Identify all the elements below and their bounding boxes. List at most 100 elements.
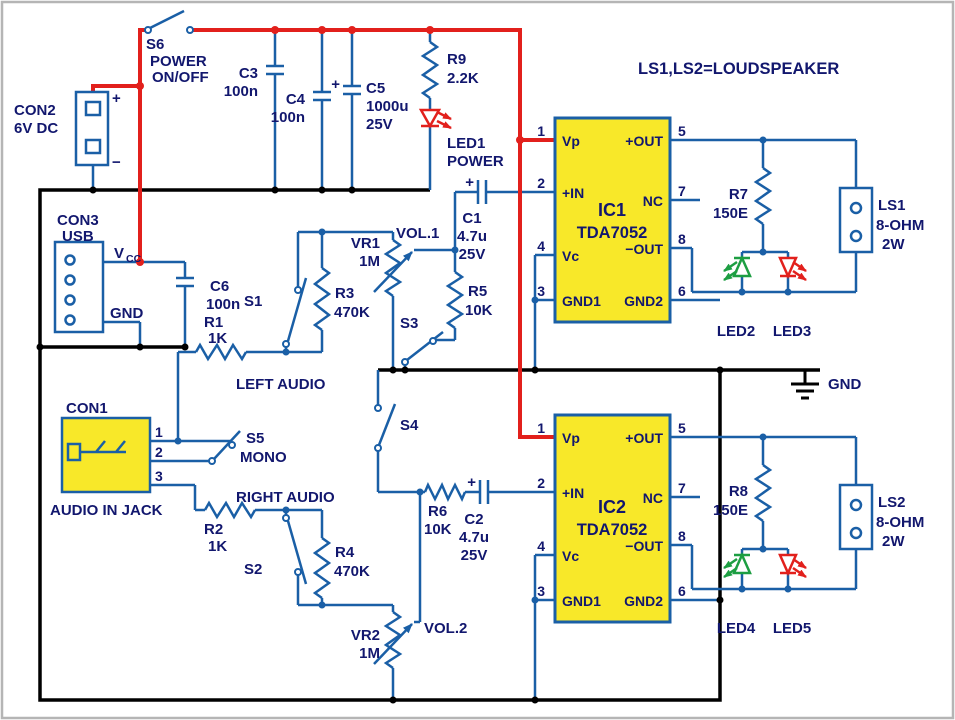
ic2-pin-out-pos: +OUT (625, 430, 663, 446)
switch-s3 (401, 331, 444, 366)
s6-terminal (186, 26, 194, 34)
label-r6-value: 10K (424, 521, 452, 538)
led3-emission-arrow (792, 260, 807, 273)
label-s5: S5 (246, 430, 264, 447)
resistor-r3 (312, 266, 332, 332)
capacitor-c3 (266, 64, 284, 76)
junction (348, 26, 356, 34)
s5-terminal (228, 441, 236, 449)
switch-s1 (282, 277, 308, 348)
r6-body (423, 482, 467, 502)
junction (36, 343, 44, 351)
label-s4: S4 (400, 417, 419, 434)
switch-s5 (208, 430, 241, 465)
ic2-ref: IC2 (598, 497, 626, 517)
capacitor-c5 (343, 84, 361, 96)
label-con2-value: 6V DC (14, 120, 58, 137)
junction (416, 488, 424, 496)
jack-plug-symbol (80, 440, 126, 454)
switch-s4 (374, 403, 397, 452)
s5-terminal (208, 457, 216, 465)
label-vr2: VR2 (351, 627, 380, 644)
junction (318, 601, 326, 609)
junction (531, 366, 539, 374)
wires-ic1-output (670, 138, 858, 302)
resistor-r4 (312, 536, 332, 600)
junction (716, 366, 724, 374)
label-gnd: GND (828, 376, 862, 393)
label-c4: C4 (286, 91, 306, 108)
r9-body (420, 40, 440, 100)
ic2-pin7-number: 7 (678, 480, 686, 496)
label-c1-value: 4.7u (457, 228, 487, 245)
junction (136, 258, 144, 266)
con1-body (60, 416, 152, 494)
label-r9: R9 (447, 51, 466, 68)
label-c1: C1 (462, 210, 481, 227)
ic1-pin1-number: 1 (537, 123, 545, 139)
label-c1-rating: 25V (459, 246, 486, 263)
ic2-pin-nc: NC (643, 490, 663, 506)
label-vr2-value: 1M (359, 645, 380, 662)
junction (759, 248, 767, 256)
junction (136, 343, 144, 351)
ic1-ref: IC1 (598, 200, 626, 220)
s4-terminal (374, 404, 382, 412)
r5-body (445, 270, 465, 330)
junction (348, 186, 356, 194)
junction (759, 545, 767, 553)
ic2-part: TDA7052 (577, 521, 648, 539)
junction (784, 288, 792, 296)
junction (389, 696, 397, 704)
s4-terminal (374, 444, 382, 452)
junction (401, 366, 409, 374)
junction (531, 596, 539, 604)
speaker-ls2 (838, 483, 874, 551)
s3-blade (406, 331, 444, 361)
vr1-body (383, 238, 403, 298)
ic-ic2 (553, 413, 672, 624)
led4-triangle (732, 551, 752, 575)
con3-body (53, 240, 105, 334)
junction (426, 26, 434, 34)
ls2-body (838, 483, 874, 551)
junction (282, 348, 290, 356)
ic2-body (553, 413, 672, 624)
ic1-pin7-number: 7 (678, 183, 686, 199)
s2-terminal (282, 514, 290, 522)
label-vcc: V (114, 245, 124, 262)
ic1-pin-out-neg: −OUT (625, 241, 663, 257)
jack-pin3-number: 3 (155, 468, 163, 484)
r7-body (753, 166, 773, 226)
switch-s2 (282, 514, 308, 585)
label-ls2-power: 2W (882, 533, 905, 550)
label-c5: C5 (366, 80, 385, 97)
ic1-part: TDA7052 (577, 224, 648, 242)
connector-con3 (53, 240, 105, 334)
junction (738, 585, 746, 593)
label-vol2: VOL.2 (424, 620, 467, 637)
led5-triangle (778, 553, 798, 577)
wires-ic2-output (670, 435, 858, 602)
label-r6: R6 (428, 503, 447, 520)
ic1-body (553, 116, 672, 324)
led4-emission-arrow (723, 566, 738, 579)
label-c2: C2 (464, 511, 483, 528)
r4-body (312, 536, 332, 600)
label-led5: LED5 (773, 620, 811, 637)
ic2-pin4-number: 4 (537, 538, 545, 554)
led-led2 (723, 254, 752, 282)
label-r3: R3 (335, 285, 354, 302)
ls2-terminal (849, 526, 863, 540)
led1-triangle (418, 108, 442, 129)
ic1-pin-vp: Vp (562, 133, 580, 149)
junction (759, 136, 767, 144)
led3-emission-arrow (792, 269, 807, 282)
resistor-r5 (445, 270, 465, 330)
label-con1-desc: AUDIO IN JACK (50, 502, 163, 519)
junction (759, 433, 767, 441)
led-led5 (778, 553, 807, 579)
capacitor-c2 (478, 480, 490, 504)
led3-triangle (778, 256, 798, 280)
junction (531, 696, 539, 704)
